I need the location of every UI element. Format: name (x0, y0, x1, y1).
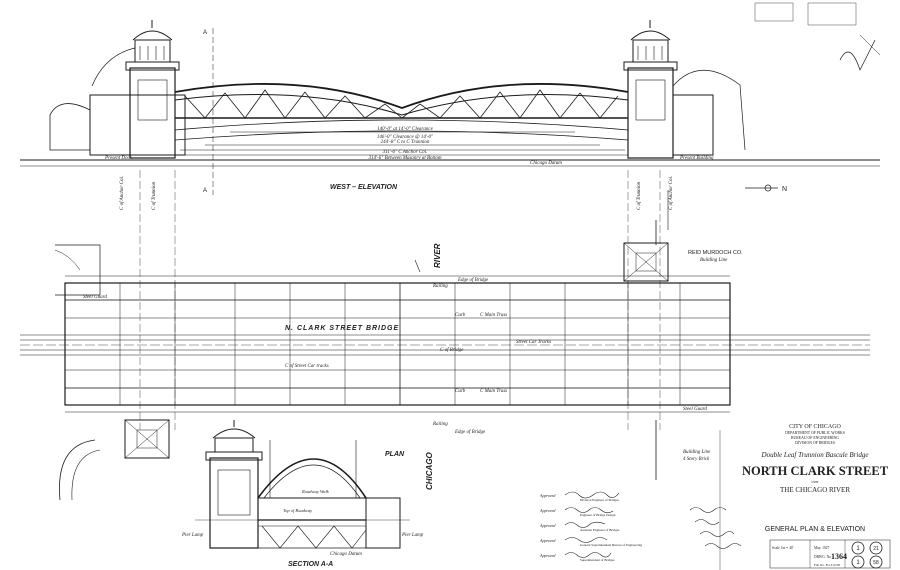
title-city: CITY OF CHICAGO (789, 424, 841, 430)
steel-guard-label-right: Steel Guard (683, 407, 707, 412)
pier-ne (623, 242, 669, 282)
svg-text:Division Engineer of Bridges: Division Engineer of Bridges (580, 498, 619, 502)
edge-of-bridge-label: Edge of Bridge (457, 278, 489, 283)
present-dock-label: Present Dock (104, 156, 133, 161)
chicago-label: CHICAGO (425, 451, 434, 490)
svg-text:Superintendent of Bridges: Superintendent of Bridges (580, 558, 615, 562)
svg-text:N: N (782, 186, 787, 193)
section-title: SECTION A-A (288, 561, 333, 568)
svg-text:Engineer of Bridge Design: Engineer of Bridge Design (580, 513, 616, 517)
title-division: DIVISION OF BRIDGES (795, 441, 835, 445)
trunnion-note: 244'-8" C to C Trunnion (381, 140, 430, 145)
right-tower (623, 20, 678, 159)
section-a-a: Top of Roadway Roadway Walk Pier Lamp Pi… (181, 420, 424, 568)
bridge-deck (64, 282, 731, 406)
approval-signatures: Approved Approved Approved Approved Appr… (539, 491, 742, 562)
svg-text:Assistant Engineer of Bridges: Assistant Engineer of Bridges (580, 528, 620, 532)
axis-label-3: C of Trunnion (637, 181, 642, 210)
story-brick-label: 4 Story Brick (683, 457, 710, 462)
plan-title: PLAN (385, 451, 405, 458)
elevation-dimensions (175, 131, 628, 156)
drawing-no-label: DRWG. No (814, 555, 831, 559)
title-block: CITY OF CHICAGO DEPARTMENT OF PUBLIC WOR… (539, 424, 891, 570)
section-mark-top: A (203, 30, 207, 36)
main-truss-label: C Main Truss (480, 313, 507, 318)
section-datum-label: Chicago Datum (330, 552, 362, 557)
railing-label: Railing (432, 284, 448, 289)
present-building-label: Present Building (679, 156, 714, 161)
plan-view: N. CLARK STREET BRIDGE RIVER CHICAGO PLA… (20, 190, 870, 501)
svg-text:Approved: Approved (539, 508, 556, 513)
sheet-circle-2: 21 (873, 546, 879, 552)
edge-of-bridge-label-low: Edge of Bridge (454, 430, 486, 435)
title-river: THE CHICAGO RIVER (780, 486, 850, 494)
svg-text:Approved: Approved (539, 493, 556, 498)
building-label: REID MURDOCH CO. (688, 250, 743, 256)
roadway-top-label: Top of Roadway (283, 508, 312, 513)
street-car-tracks (20, 334, 870, 356)
svg-text:Approved: Approved (539, 553, 556, 558)
revision-notes (754, 2, 881, 71)
bascule-truss (174, 83, 629, 141)
section-mark-bottom: A (203, 188, 207, 194)
axis-label-1: C of Anchor Col. (120, 176, 125, 210)
clearance-note-2: 146'-0" Clearance @ 14'-0" (377, 135, 434, 140)
roadway-walk-label: Roadway Walk (301, 489, 330, 494)
left-abutment (89, 94, 186, 156)
sheet-circle-1: 1 (856, 546, 860, 552)
pier-sw (124, 419, 170, 459)
title-bureau: BUREAU OF ENGINEERING (791, 436, 839, 440)
svg-text:Approved: Approved (539, 538, 556, 543)
anchor-note: 311'-6" C Anchor Col. (383, 150, 428, 155)
building-line-label: Building Line (700, 258, 728, 263)
steel-guard-label: Steel Guard (83, 295, 107, 300)
masonry-note: 314'-6" Between Masonry at Bottom (369, 156, 442, 161)
curb-label-low: Curb (455, 389, 466, 394)
svg-text:General Superintendent Bureau: General Superintendent Bureau of Enginee… (580, 543, 642, 547)
clearance-note-1: 140'-0" at 14'-0" Clearance (377, 127, 433, 132)
right-abutment (672, 94, 714, 156)
axis-label-2: C of Trunnion (152, 181, 157, 210)
chicago-datum-label: Chicago Datum (530, 161, 562, 166)
sheet-circle-4: 58 (873, 560, 879, 566)
curved-approach (59, 439, 96, 501)
c-of-bridge-label: C of Bridge (440, 348, 464, 353)
file-no: File No. B-1212-08 (814, 563, 840, 567)
title-over: over (811, 479, 819, 484)
north-arrow: N (745, 184, 787, 193)
plan-bridge-name: N. CLARK STREET BRIDGE (285, 325, 399, 332)
sheet-title: GENERAL PLAN & ELEVATION (765, 526, 865, 533)
c-street-car-tracks-label: C of Street Car tracks (285, 364, 329, 369)
street-car-tracks-label: Street Car Tracks (516, 340, 551, 345)
main-truss-label-low: C Main Truss (480, 389, 507, 394)
elevation-title: WEST – ELEVATION (330, 184, 398, 191)
curb-label: Curb (455, 313, 466, 318)
title-bridge-type: Double Leaf Trunnion Bascule Bridge (761, 451, 869, 459)
pier-lamp-right: Pier Lamp (401, 533, 424, 538)
axis-label-4: C of Anchor Col. (669, 176, 674, 210)
date-label: May, 1927 (814, 546, 830, 551)
floor-beams (119, 283, 681, 405)
left-tower (125, 20, 180, 159)
sheet-circle-3: 1 (856, 560, 860, 566)
west-elevation: 140'-0" at 14'-0" Clearance 146'-0" Clea… (20, 2, 881, 195)
railing-label-low: Railing (432, 422, 448, 427)
title-department: DEPARTMENT OF PUBLIC WORKS (785, 431, 845, 435)
scale-label: Scale 1in = 40' (772, 546, 794, 550)
pier-lamp-left: Pier Lamp (181, 533, 204, 538)
building-line-label-low: Building Line (683, 450, 711, 455)
river-label: RIVER (433, 243, 442, 268)
svg-text:Approved: Approved (539, 523, 556, 528)
drawing-no: 1364 (831, 552, 847, 561)
title-street: NORTH CLARK STREET (742, 464, 889, 478)
